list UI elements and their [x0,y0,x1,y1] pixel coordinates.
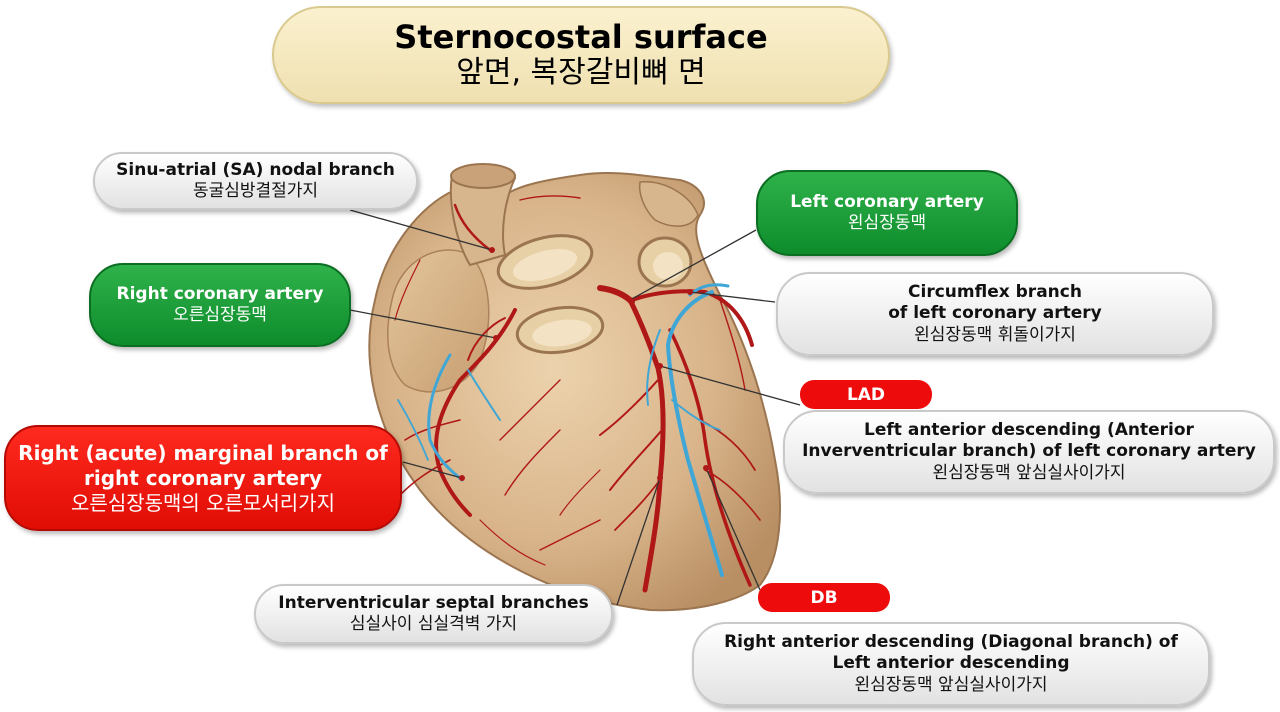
diagonal-en1: Right anterior descending (Diagonal bran… [724,632,1178,653]
leader-marginal [402,461,463,479]
diagonal-ko: 왼심장동맥 앞심실사이가지 [854,674,1048,695]
label-left-coronary-artery: Left coronary artery 왼심장동맥 [756,170,1018,256]
left-coronary-en: Left coronary artery [790,191,984,212]
point-left-coronary [627,297,633,303]
circumflex-en1: Circumflex branch [908,282,1082,303]
lad-en1: Left anterior descending (Anterior [864,420,1194,441]
label-sa-nodal-branch: Sinu-atrial (SA) nodal branch 동굴심방결절가지 [93,152,418,210]
marginal-en2: right coronary artery [84,465,322,490]
leader-diagonal [705,467,761,591]
point-sa-nodal [489,247,495,253]
arteries [394,195,761,593]
leader-lad [659,365,801,406]
label-circumflex-branch: Circumflex branch of left coronary arter… [776,272,1214,356]
point-diagonal [703,465,709,471]
leader-right-coronary [349,309,497,339]
point-septal [657,475,663,481]
right-coronary-ko: 오른심장동맥 [173,305,267,325]
label-right-coronary-artery: Right coronary artery 오른심장동맥 [89,263,351,347]
title-banner: Sternocostal surface 앞면, 복장갈비뼈 면 [272,6,890,104]
leader-sa-nodal [349,209,493,251]
point-circumflex [687,289,693,295]
diagonal-en2: Left anterior descending [832,653,1070,674]
point-lad [657,363,663,369]
lad-en2: Inverventricular branch) of left coronar… [802,441,1256,462]
leader-circumflex [689,291,776,303]
leader-septal [616,477,661,606]
marginal-ko: 오른심장동맥의 오른모서리가지 [71,490,335,515]
label-lad: Left anterior descending (Anterior Inver… [783,410,1275,494]
right-coronary-en: Right coronary artery [116,283,324,304]
label-diagonal-branch: Right anterior descending (Diagonal bran… [692,622,1210,706]
label-right-marginal-branch: Right (acute) marginal branch of right c… [4,425,402,531]
label-septal-branches: Interventricular septal branches 심실사이 심실… [254,584,613,644]
left-coronary-ko: 왼심장동맥 [847,213,927,233]
title-english: Sternocostal surface [394,17,768,56]
circumflex-ko: 왼심장동맥 휘돌이가지 [914,324,1076,345]
sa-nodal-ko: 동굴심방결절가지 [192,181,319,201]
leader-left-coronary [629,229,757,301]
septal-ko: 심실사이 심실격벽 가지 [349,614,518,634]
db-tag: DB [758,583,890,612]
lad-tag: LAD [800,380,932,409]
point-marginal [459,475,465,481]
sa-nodal-en: Sinu-atrial (SA) nodal branch [116,159,395,180]
lad-ko: 왼심장동맥 앞심실사이가지 [932,462,1126,483]
point-right-coronary [493,335,499,341]
title-korean: 앞면, 복장갈비뼈 면 [456,55,706,91]
marginal-en1: Right (acute) marginal branch of [18,440,388,465]
septal-en: Interventricular septal branches [278,592,589,613]
circumflex-en2: of left coronary artery [888,303,1102,324]
